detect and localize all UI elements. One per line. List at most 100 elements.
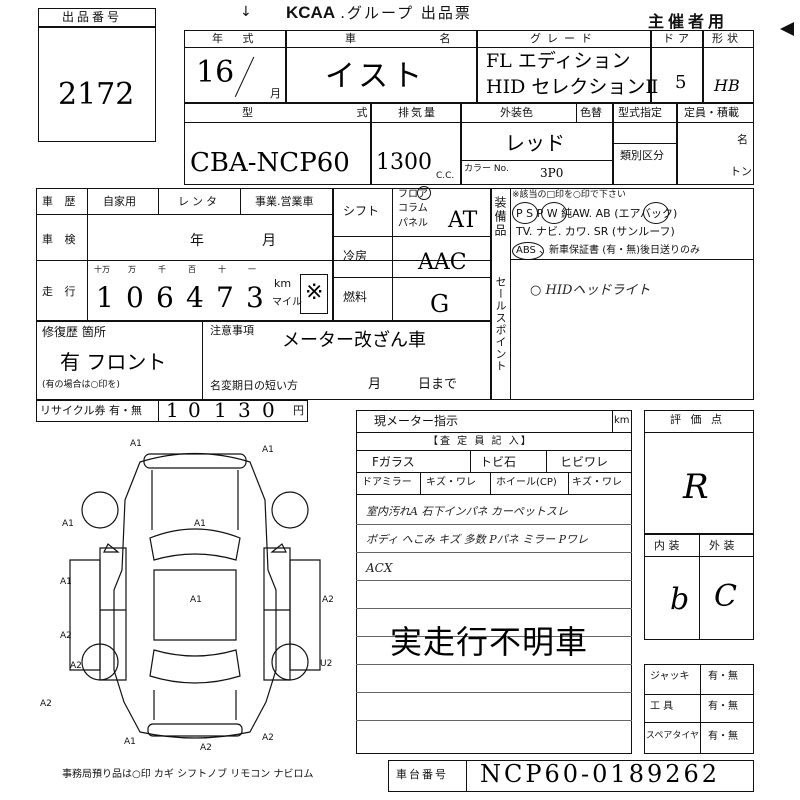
mileage-digit: 0 xyxy=(126,281,144,314)
shift-option-panel: パネル xyxy=(398,218,428,229)
displacement-value: 1300 xyxy=(376,150,432,175)
defect-wheel: ホイール(CP) xyxy=(496,477,557,488)
office-note: 事務局預り品は○印 カギ シフトノブ リモコン ナビロム xyxy=(62,769,314,780)
history-option-rental: レンタ xyxy=(178,195,220,208)
defect-mirror-scratch: キズ・ワレ xyxy=(426,477,476,488)
aircon-label: 冷房 xyxy=(343,249,368,263)
lot-number-value: 2172 xyxy=(58,77,135,112)
category-label: 類別区分 xyxy=(620,149,664,162)
inspection-month-unit: 月 xyxy=(262,233,276,249)
recolor-label: 色替 xyxy=(580,106,602,119)
sheet-title: .グループ 出品票 xyxy=(340,4,472,22)
exterior-color-value: レッド xyxy=(505,131,565,155)
tools-block xyxy=(644,664,754,754)
capacity-unit-tons: トン xyxy=(730,165,752,178)
capacity-label: 定員・積載 xyxy=(684,106,739,119)
grade-line1: FL エディション xyxy=(486,50,631,72)
vehicle-info-grid xyxy=(184,30,754,185)
defect-mirror: ドアミラー xyxy=(362,477,412,488)
mileage-mark-box xyxy=(300,274,328,314)
tool-jack-value: 有・無 xyxy=(708,671,738,682)
defect-crack: ヒビワレ xyxy=(560,455,609,469)
header-logo-mark: ↓ xyxy=(240,4,252,20)
mileage-label: 走 行 xyxy=(42,285,80,298)
damage-mark: U2 xyxy=(320,659,333,669)
km-unit: km xyxy=(274,277,292,290)
fuel-value: G xyxy=(430,290,450,318)
recycle-box xyxy=(36,400,308,422)
rating-label: 評 価 点 xyxy=(670,413,725,426)
title-bar: KCAA .グループ 出品票 xyxy=(286,2,472,23)
tool-jack-label: ジャッキ xyxy=(650,671,690,682)
mileage-digit: 1 xyxy=(96,281,114,314)
sales-point-label: セールスポイント xyxy=(494,276,507,372)
mileage-mark: ※ xyxy=(305,280,324,305)
interior-value: b xyxy=(670,582,690,617)
interior-label: 内 装 xyxy=(654,539,680,552)
notes-text: メーター改ざん車 xyxy=(282,330,426,351)
inspector-note-line2: ボディ へこみ キズ 多数 Pパネ ミラー Pワレ xyxy=(366,533,589,546)
recycle-label: リサイクル券 有・無 xyxy=(40,404,142,417)
inspector-section-label: 【査 定 員 記 入】 xyxy=(428,436,533,447)
sales-point-text: ○ HIDヘッドライト xyxy=(530,283,651,298)
equipment-line1: P S P W 純AW. AB (エアバック) xyxy=(516,207,678,220)
damage-mark: A2 xyxy=(40,699,52,709)
year-label: 年 式 xyxy=(212,32,262,45)
inspector-note-line3: ACX xyxy=(366,561,393,575)
damage-mark: A2 xyxy=(322,595,334,605)
exterior-label: 外 装 xyxy=(709,539,735,552)
damage-mark: A1 xyxy=(124,737,136,747)
tool-kit-label: 工 具 xyxy=(650,701,674,712)
notes-label: 注意事項 xyxy=(210,324,254,337)
mileage-digit: 7 xyxy=(216,281,234,314)
damage-mark: A2 xyxy=(200,743,212,753)
month-unit: 月 xyxy=(270,87,281,100)
exterior-value: C xyxy=(714,579,737,614)
history-option-business: 事業.営業車 xyxy=(255,195,314,208)
defect-windshield: Fガラス xyxy=(372,455,415,469)
mileage-digit: 3 xyxy=(246,281,264,314)
grade-line2: HID セレクションⅡ xyxy=(486,76,659,98)
shift-option-column: コラム xyxy=(398,203,428,214)
inspection-label: 車 検 xyxy=(42,233,80,246)
mileage-digit-grid: 十万 万 千 百 十 一 1 0 6 4 7 3 xyxy=(88,262,268,320)
displacement-label: 排気量 xyxy=(398,106,437,119)
year-value: 16 xyxy=(196,55,235,90)
cc-unit: C.C. xyxy=(436,171,455,181)
fuel-label: 燃料 xyxy=(343,290,368,304)
ab-circle xyxy=(643,202,669,224)
lot-number-box xyxy=(38,8,156,142)
recycle-digit: 0 xyxy=(188,398,201,422)
digit-header: 百 xyxy=(188,265,196,274)
name-change-day: 日まで xyxy=(418,377,458,392)
equipment-line3: ABS 、新車保証書 (有・無)後日送りのみ xyxy=(516,245,701,256)
chassis-box xyxy=(388,760,754,792)
color-number-label: カラー No. xyxy=(464,164,509,174)
damage-mark: A1 xyxy=(60,577,72,587)
car-damage-diagram xyxy=(69,452,321,739)
digit-header: 万 xyxy=(128,265,136,274)
history-option-private: 自家用 xyxy=(103,195,136,208)
shift-label: シフト xyxy=(343,204,380,218)
tool-kit-value: 有・無 xyxy=(708,701,738,712)
equipment-line2: TV. ナビ. カワ. SR (サンルーフ) xyxy=(516,225,675,238)
type-designation-label: 型式指定 xyxy=(618,106,662,119)
recycle-unit: 円 xyxy=(293,404,304,417)
equipment-note: ※該当の□印を○印で下さい xyxy=(512,190,626,200)
car-name-value: イスト xyxy=(325,59,427,94)
recycle-digit: 1 xyxy=(166,398,179,422)
damage-mark: A1 xyxy=(62,519,74,529)
score-block xyxy=(644,410,754,534)
defect-wheel-scratch: キズ・ワレ xyxy=(572,477,622,488)
spare-tire-value: 有・無 xyxy=(708,731,738,742)
defect-chip: トビ石 xyxy=(480,455,517,469)
meter-label: 現メーター指示 xyxy=(374,414,459,428)
model-label: 型 式 xyxy=(242,106,418,119)
recycle-digit: 3 xyxy=(238,398,251,422)
abs-circle xyxy=(512,242,544,260)
damage-mark: A1 xyxy=(130,439,142,449)
name-change-label: 名変期日の短い方 xyxy=(210,379,298,392)
inspection-year-unit: 年 xyxy=(190,233,204,249)
digit-header: 十 xyxy=(218,265,226,274)
inspector-block xyxy=(356,410,632,754)
